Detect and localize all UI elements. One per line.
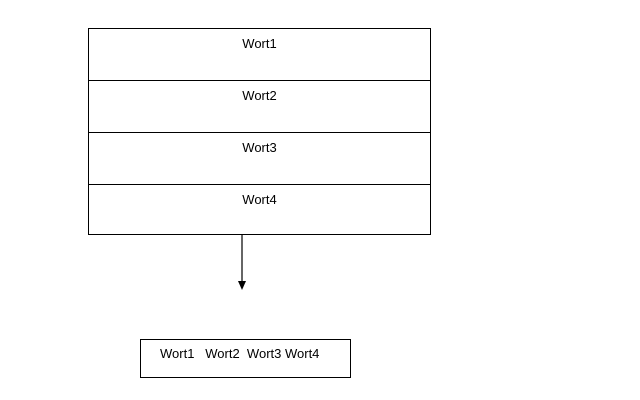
word-row-3: Wort3 bbox=[89, 133, 430, 185]
word-4-label: Wort4 bbox=[242, 192, 277, 207]
word-1-label: Wort1 bbox=[242, 36, 277, 51]
word-row-4: Wort4 bbox=[89, 185, 430, 236]
arrow-head bbox=[238, 281, 246, 290]
result-text: Wort1 Wort2 Wort3 Wort4 bbox=[160, 346, 320, 361]
word-row-1: Wort1 bbox=[89, 29, 430, 81]
down-arrow-icon bbox=[238, 235, 246, 290]
word-2-label: Wort2 bbox=[242, 88, 277, 103]
word-3-label: Wort3 bbox=[242, 140, 277, 155]
result-box: Wort1 Wort2 Wort3 Wort4 bbox=[140, 339, 351, 378]
word-row-2: Wort2 bbox=[89, 81, 430, 133]
word-stack-box: Wort1 Wort2 Wort3 Wort4 bbox=[88, 28, 431, 235]
